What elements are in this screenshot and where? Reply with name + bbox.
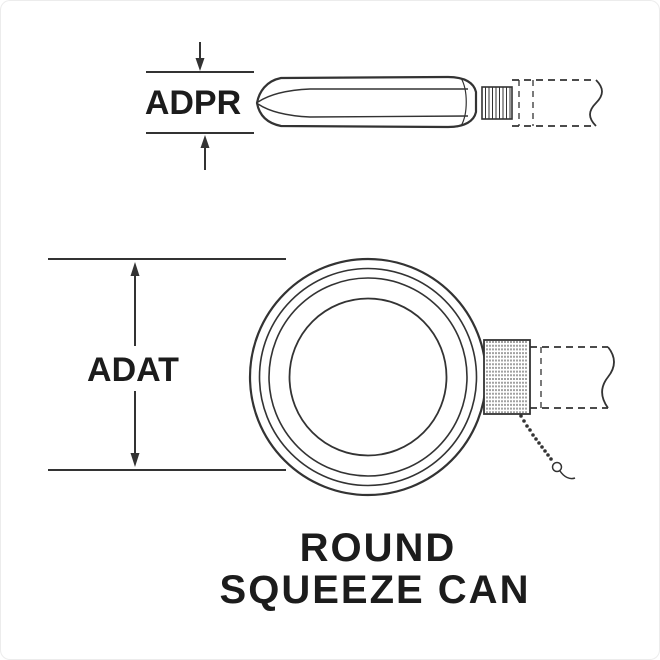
outer-rim-circle bbox=[248, 257, 488, 497]
rim-circle-3 bbox=[268, 277, 468, 477]
can-bottom-seam bbox=[257, 103, 469, 118]
side-view: ADPR bbox=[145, 42, 603, 170]
caption-line1: ROUND bbox=[300, 526, 457, 570]
pull-chain bbox=[519, 414, 553, 461]
arrow-down-icon bbox=[195, 58, 205, 71]
arrow-up-icon bbox=[200, 135, 210, 148]
top-view: ADAT bbox=[48, 257, 615, 497]
can-body-side bbox=[255, 75, 478, 129]
caption: ROUND SQUEEZE CAN bbox=[220, 526, 531, 612]
adat-dimension bbox=[48, 258, 286, 471]
chain-cap-tail bbox=[559, 470, 576, 480]
break-squiggle bbox=[601, 346, 615, 409]
arrow-down-icon bbox=[130, 453, 140, 467]
collar-body bbox=[483, 339, 531, 415]
can-end-arc bbox=[460, 77, 467, 127]
adat-label: ADAT bbox=[87, 351, 179, 389]
adpr-label: ADPR bbox=[145, 84, 241, 122]
chain-end-cap bbox=[551, 461, 576, 480]
can-top-seam bbox=[257, 88, 468, 103]
break-squiggle bbox=[589, 79, 603, 127]
arrow-up-icon bbox=[130, 262, 140, 276]
can-body-top bbox=[248, 257, 488, 497]
rim-circle-2 bbox=[258, 267, 478, 487]
inner-circle bbox=[288, 297, 448, 457]
side-phantom-cap bbox=[512, 79, 603, 127]
top-phantom-cap bbox=[530, 346, 615, 409]
adpr-dimension bbox=[146, 42, 254, 170]
collar-texture bbox=[486, 341, 527, 413]
chain-cap-ring bbox=[551, 461, 563, 473]
side-thread-body bbox=[481, 86, 513, 120]
top-threaded-collar bbox=[483, 339, 531, 415]
side-threaded-neck bbox=[481, 86, 513, 120]
side-thread-ribs bbox=[485, 87, 511, 119]
caption-line2: SQUEEZE CAN bbox=[220, 568, 531, 612]
